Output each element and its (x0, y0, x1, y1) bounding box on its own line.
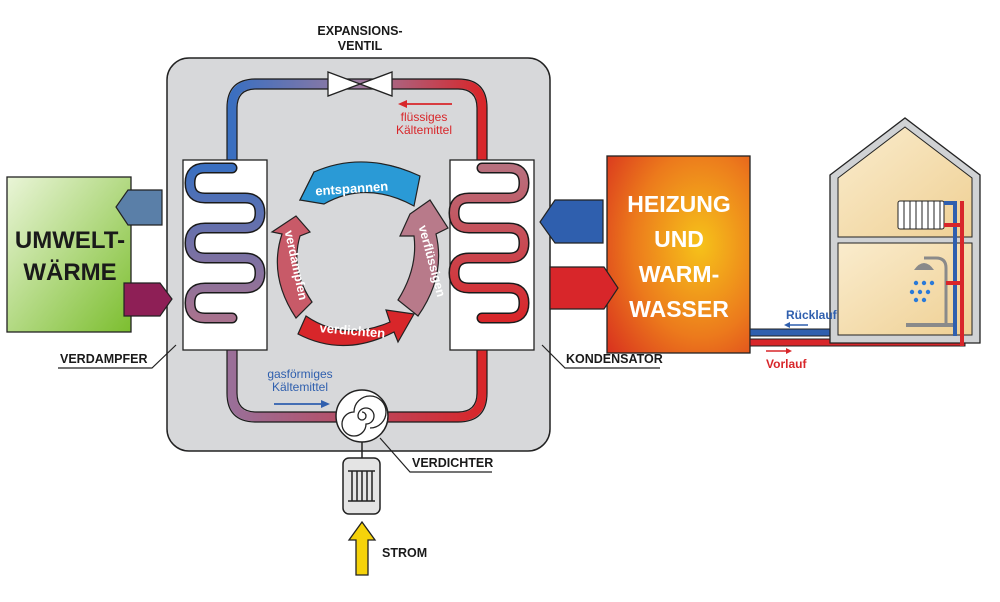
liquid-arrow-icon (398, 100, 452, 108)
evaporator-label: VERDAMPFER (60, 352, 148, 366)
condenser-label: KONDENSATOR (566, 352, 663, 366)
return-flow-label: Rücklauf (786, 308, 838, 322)
environment-heat-label-2: WÄRME (23, 259, 116, 286)
expansion-valve (327, 71, 393, 97)
gas-refrigerant-label-1: gasförmiges (267, 367, 332, 381)
cycle-arrows (270, 161, 449, 347)
compress-arrow (297, 309, 415, 347)
return-arrow-icon (784, 322, 808, 328)
expansion-valve-label-2: VENTIL (338, 39, 383, 53)
shower-icon (906, 256, 956, 327)
evaporator-in-arrow-icon (123, 282, 173, 317)
cycle-compress-label: verdichten (319, 320, 386, 341)
heating-label-3: WARM- (639, 261, 719, 287)
cycle-expand-label: entspannen (315, 178, 389, 198)
heating-box (606, 155, 751, 354)
supply-arrow-icon (766, 348, 792, 354)
condenser-leader (541, 344, 660, 369)
compressor-label: VERDICHTER (412, 456, 493, 470)
compressor (335, 389, 389, 458)
liquid-refrigerant-label-1: flüssiges (401, 110, 448, 124)
radiator-icon (897, 200, 945, 230)
supply-flow-label: Vorlauf (766, 357, 807, 371)
compressor-leader (379, 437, 492, 473)
gas-arrow-icon (274, 400, 330, 408)
compressor-motor (342, 457, 381, 515)
evaporator-leader (58, 344, 177, 369)
heating-label-2: UND (654, 226, 704, 252)
expansion-valve-label-1: EXPANSIONS- (317, 24, 402, 38)
heating-label-1: HEIZUNG (627, 191, 731, 217)
condenser-in-arrow-icon (539, 199, 604, 244)
evaporate-arrow (270, 215, 313, 319)
environment-heat-label-1: UMWELT- (15, 227, 125, 254)
evaporator-out-arrow-icon (115, 189, 163, 226)
power-label: STROM (382, 546, 427, 560)
liquefy-arrow (397, 199, 449, 317)
heat-pump-housing (166, 57, 551, 452)
environment-heat-box (6, 176, 132, 333)
house (829, 117, 981, 346)
power-arrow-icon (347, 520, 377, 576)
liquid-refrigerant-label-2: Kältemittel (396, 123, 452, 137)
gas-refrigerant-label-2: Kältemittel (272, 380, 328, 394)
condenser-out-arrow-icon (549, 266, 619, 310)
heating-label-4: WASSER (629, 296, 729, 322)
